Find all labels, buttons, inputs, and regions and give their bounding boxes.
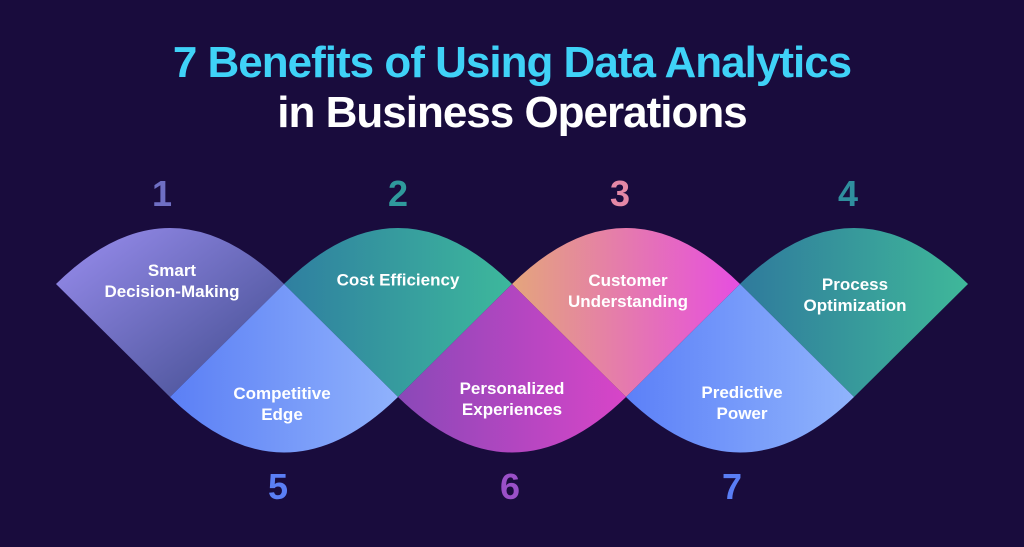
benefit-shape-2 [284, 228, 512, 397]
benefit-shape-3 [512, 228, 740, 397]
benefit-shape-1 [56, 228, 284, 397]
benefit-number-3: 3 [609, 173, 631, 214]
benefit-shape-4 [740, 228, 968, 397]
benefit-label-7-line-1: Predictive [701, 383, 783, 402]
benefit-label-3-line-1: Customer [588, 271, 668, 290]
benefit-label-5-line-1: Competitive [233, 384, 331, 403]
benefit-label-7: Predictive Power [701, 382, 782, 424]
benefit-label-4: Process Optimization [804, 274, 907, 316]
benefit-label-7-line-2: Power [716, 404, 768, 423]
benefit-label-4-line-1: Process [821, 275, 889, 294]
benefit-number-4: 4 [837, 173, 859, 214]
benefit-label-1-line-2: Decision-Making [104, 282, 240, 301]
benefit-label-4-line-2: Optimization [803, 296, 907, 315]
page-title: 7 Benefits of Using Data Analytics in Bu… [0, 38, 1024, 138]
benefit-number-1: 1 [151, 173, 173, 214]
benefit-shape-5 [170, 284, 398, 453]
benefit-label-6: Personalized Experiences [460, 378, 565, 420]
benefit-label-3-line-2: Understanding [568, 292, 688, 311]
benefit-shape-6 [398, 284, 626, 453]
benefit-number-2: 2 [387, 173, 409, 214]
benefit-number-7: 7 [721, 466, 743, 507]
benefit-label-5-line-2: Edge [261, 405, 303, 424]
title-line-1: 7 Benefits of Using Data Analytics [172, 38, 852, 87]
benefit-number-6: 6 [499, 466, 521, 507]
benefit-label-1-line-1: Smart [147, 261, 197, 280]
benefit-label-3: Customer Understanding [568, 270, 688, 312]
benefit-label-2-line-1: Cost Efficiency [336, 270, 460, 290]
title-line-2: in Business Operations [277, 88, 747, 137]
benefit-label-6-line-1: Personalized [459, 379, 565, 398]
benefit-shape-7 [626, 284, 854, 453]
benefit-label-5: Competitive Edge [233, 383, 330, 425]
benefit-label-6-line-2: Experiences [461, 400, 563, 419]
benefit-label-1: Smart Decision-Making [104, 260, 239, 302]
benefit-label-2: Cost Efficiency [337, 270, 460, 291]
benefit-number-5: 5 [267, 466, 289, 507]
